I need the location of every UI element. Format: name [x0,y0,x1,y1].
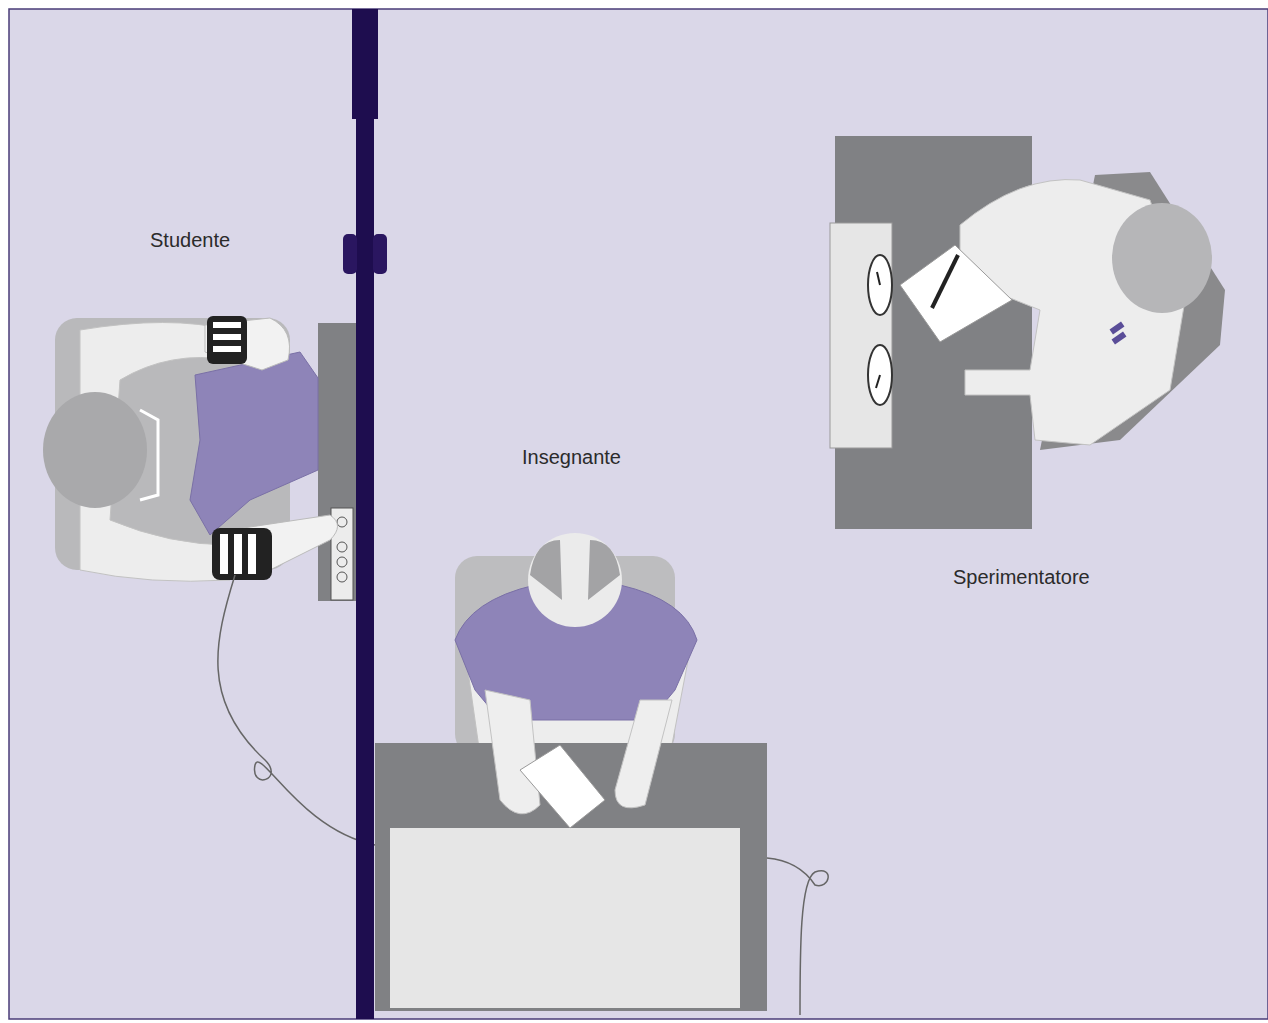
person-label: Insegnante [522,445,621,469]
person-label: Studente [150,228,230,252]
person-label: Sperimentatore [953,565,1090,589]
